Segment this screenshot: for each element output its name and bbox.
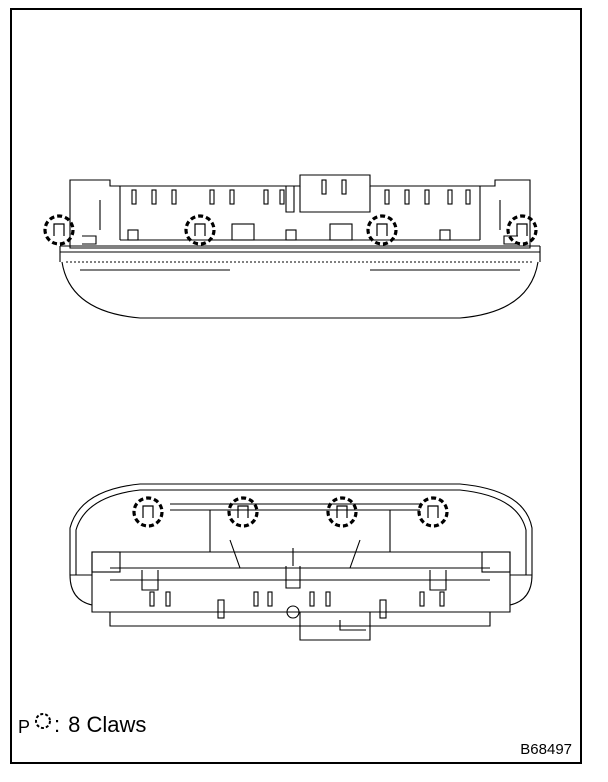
claw-markers xyxy=(43,214,538,528)
claw-marker xyxy=(326,496,358,528)
legend-prefix: P xyxy=(18,717,31,737)
claw-marker xyxy=(417,496,449,528)
legend-text: 8 Claws xyxy=(68,712,147,737)
claw-marker xyxy=(132,496,164,528)
dashed-circle-claw-icon xyxy=(35,713,52,729)
claw-marker xyxy=(506,214,538,246)
claw-marker xyxy=(227,496,259,528)
claw-marker xyxy=(43,214,75,246)
top-component-view xyxy=(59,174,541,319)
claw-marker xyxy=(366,214,398,246)
diagram-frame xyxy=(10,8,582,764)
claw-marker xyxy=(184,214,216,246)
claw-legend: P : 8 Claws xyxy=(18,706,146,736)
bottom-component-view xyxy=(69,483,533,641)
legend-colon: : xyxy=(54,712,61,737)
figure-id: B68497 xyxy=(520,741,572,758)
